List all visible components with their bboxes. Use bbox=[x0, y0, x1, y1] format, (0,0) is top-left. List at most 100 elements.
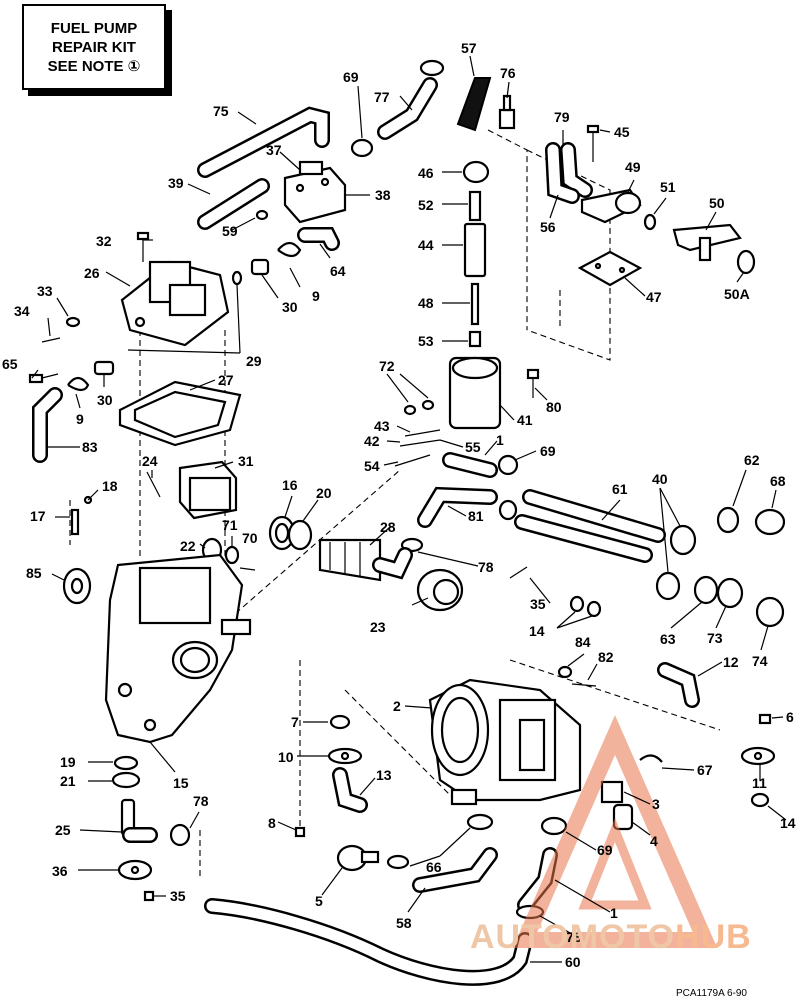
part-fitting-12 bbox=[657, 662, 700, 708]
callout-5: 5 bbox=[315, 893, 323, 909]
callout-75: 75 bbox=[213, 103, 229, 119]
callout-31: 31 bbox=[238, 453, 254, 469]
part-adapter-plate-15 bbox=[104, 553, 252, 744]
part-clamps-66 bbox=[386, 813, 494, 870]
callout-80: 80 bbox=[546, 399, 562, 415]
part-clamps-40 bbox=[655, 524, 697, 601]
part-cylinder-44 bbox=[463, 222, 487, 278]
callout-78a: 78 bbox=[193, 793, 209, 809]
callout-10: 10 bbox=[278, 749, 294, 765]
callout-73: 73 bbox=[707, 630, 723, 646]
part-screw-80 bbox=[526, 368, 540, 398]
part-elbow-50 bbox=[672, 223, 756, 275]
repair-kit-note-line-3: SEE NOTE ① bbox=[47, 57, 141, 75]
repair-kit-note-line-2: REPAIR KIT bbox=[52, 38, 136, 56]
callout-19: 19 bbox=[60, 754, 76, 770]
callout-6: 6 bbox=[786, 709, 794, 725]
callout-62: 62 bbox=[744, 452, 760, 468]
callout-59: 59 bbox=[222, 223, 238, 239]
callout-9b: 9 bbox=[76, 411, 84, 427]
callout-36: 36 bbox=[52, 863, 68, 879]
part-pins-42-43-54-55 bbox=[394, 429, 441, 467]
callout-30a: 30 bbox=[282, 299, 298, 315]
part-elbow-13 bbox=[332, 767, 368, 813]
part-clamp-78b bbox=[400, 499, 518, 553]
watermark-brand-b: HUB bbox=[675, 918, 752, 956]
callout-64: 64 bbox=[330, 263, 346, 279]
callout-69c: 69 bbox=[597, 842, 613, 858]
callout-17: 17 bbox=[30, 508, 46, 524]
part-screw-8 bbox=[294, 826, 306, 838]
callout-61: 61 bbox=[612, 481, 628, 497]
callout-13: 13 bbox=[376, 767, 392, 783]
callout-21: 21 bbox=[60, 773, 76, 789]
part-plunger-48 bbox=[470, 282, 480, 326]
callout-12: 12 bbox=[723, 654, 739, 670]
callout-26: 26 bbox=[84, 265, 100, 281]
part-screw-32 bbox=[136, 231, 150, 262]
repair-kit-note-line-1: FUEL PUMP bbox=[50, 19, 138, 37]
callout-32: 32 bbox=[96, 233, 112, 249]
part-tube-39 bbox=[197, 178, 270, 230]
part-switch-31 bbox=[178, 460, 238, 520]
callout-42: 42 bbox=[364, 433, 380, 449]
part-fuel-pump-37 bbox=[283, 160, 370, 224]
watermark-triangle-logo bbox=[512, 715, 718, 948]
callout-56: 56 bbox=[540, 219, 556, 235]
part-hose-58 bbox=[412, 847, 498, 893]
callout-71: 71 bbox=[222, 517, 238, 533]
part-washers-14a bbox=[569, 595, 602, 618]
part-sensor-4 bbox=[612, 803, 634, 831]
callout-66: 66 bbox=[426, 859, 442, 875]
part-spring-52 bbox=[468, 190, 482, 222]
part-clamp-74 bbox=[755, 596, 785, 628]
callout-44: 44 bbox=[418, 237, 434, 253]
callout-83: 83 bbox=[82, 439, 98, 455]
callout-74: 74 bbox=[752, 653, 768, 669]
part-clamp-68 bbox=[754, 508, 786, 536]
callout-24: 24 bbox=[142, 453, 158, 469]
part-fitting-5 bbox=[336, 844, 380, 872]
callout-leaders bbox=[31, 55, 787, 963]
callout-78b: 78 bbox=[478, 559, 494, 575]
callout-11: 11 bbox=[752, 775, 767, 791]
callout-8: 8 bbox=[268, 815, 276, 831]
part-connector-3 bbox=[600, 780, 624, 804]
callout-14b: 14 bbox=[780, 815, 796, 831]
callout-68: 68 bbox=[770, 473, 786, 489]
part-fitting-25 bbox=[120, 798, 158, 843]
callout-4: 4 bbox=[650, 833, 658, 849]
callout-20: 20 bbox=[316, 485, 332, 501]
callout-51: 51 bbox=[660, 179, 676, 195]
part-screw-35b bbox=[509, 566, 528, 579]
part-screw-65 bbox=[28, 373, 59, 384]
part-plate-47 bbox=[577, 250, 643, 287]
callout-2: 2 bbox=[393, 698, 401, 714]
part-valve-49 bbox=[580, 188, 642, 224]
callout-9a: 9 bbox=[312, 288, 320, 304]
part-washer-71 bbox=[224, 545, 240, 565]
part-cap-23 bbox=[416, 568, 464, 612]
callout-28: 28 bbox=[380, 519, 396, 535]
callout-labels: 75 39 37 38 59 64 32 26 33 34 30 9 29 65… bbox=[2, 40, 796, 970]
part-screw-6 bbox=[758, 713, 772, 725]
part-gasket-20 bbox=[287, 519, 313, 551]
callout-7: 7 bbox=[291, 714, 299, 730]
part-ring-59 bbox=[255, 209, 269, 221]
callout-72: 72 bbox=[379, 358, 395, 374]
part-elbow-64 bbox=[297, 227, 340, 251]
part-solenoid-1a bbox=[448, 356, 502, 430]
callout-30b: 30 bbox=[97, 392, 113, 408]
callout-1b: 1 bbox=[610, 905, 618, 921]
part-housing-26 bbox=[120, 260, 230, 347]
callout-60: 60 bbox=[565, 954, 581, 970]
callout-55: 55 bbox=[465, 439, 481, 455]
callout-85: 85 bbox=[26, 565, 42, 581]
callout-45: 45 bbox=[614, 124, 630, 140]
part-hose-77 bbox=[377, 77, 438, 140]
part-gasket-10 bbox=[327, 747, 363, 765]
part-washer-33 bbox=[65, 316, 81, 328]
part-clamp-69c bbox=[540, 816, 568, 836]
part-seal-16 bbox=[268, 515, 296, 551]
part-fitting-76 bbox=[498, 94, 516, 130]
